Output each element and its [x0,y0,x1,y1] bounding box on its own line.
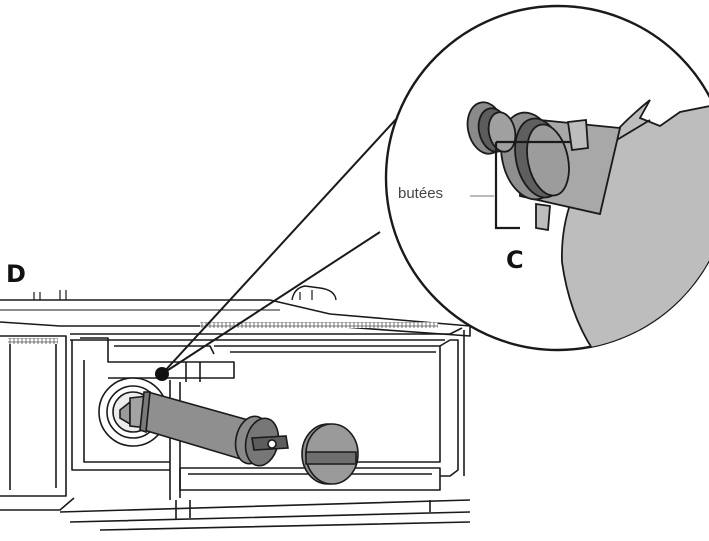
magnifier-detail-circle [384,4,709,352]
detail-leader-lines [161,103,411,375]
detail-letter-label: C [506,246,524,274]
water-filter-cartridge [119,390,289,467]
fridge-housing [0,285,471,531]
pointer-dot [155,367,169,381]
top-grating [8,322,438,344]
stops-callout-label: butées [398,185,444,202]
filter-cap-knob [301,423,359,485]
step-letter-label: D [6,260,26,288]
